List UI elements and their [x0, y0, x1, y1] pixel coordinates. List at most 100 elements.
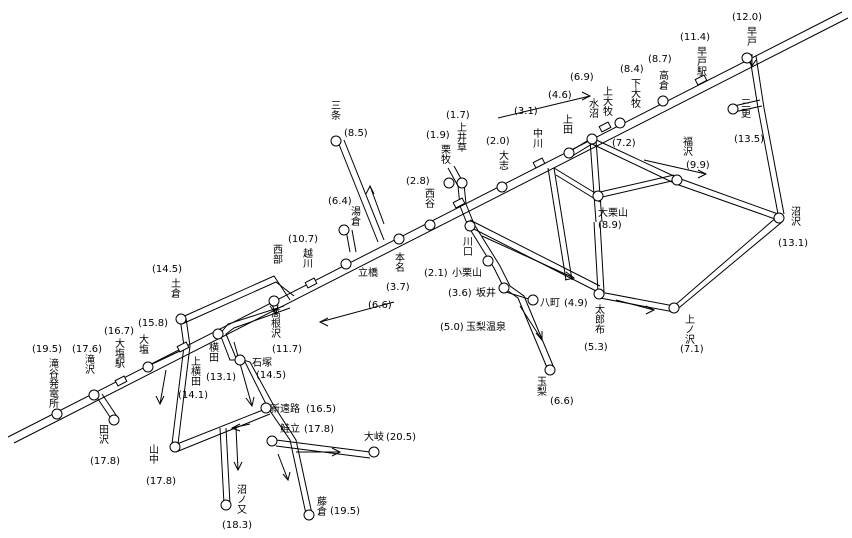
label-sanjo: 三条: [329, 100, 341, 120]
stop-hachimachi: [527, 294, 539, 306]
value-kaminosawa: (7.1): [680, 344, 704, 355]
value-takizawa: (17.6): [72, 344, 102, 355]
label-kaminosawa: 上ノ沢: [683, 314, 695, 345]
stop-tsuchikura: [175, 313, 187, 325]
label-seibu: 西部: [271, 244, 283, 265]
value-hayato: (12.0): [732, 12, 762, 23]
stop-ueda: [563, 147, 575, 159]
value-nakagawa: (3.1): [514, 106, 538, 117]
label-ueda: 上田: [561, 114, 573, 134]
stop-seibu: [268, 295, 280, 307]
value-yamanashi-onsen: (5.0): [440, 322, 464, 333]
stop-takakura: [657, 95, 669, 107]
stop-numanomata: [220, 499, 232, 511]
railway-stations: [114, 74, 708, 387]
label-kokuriyama: 小栗山: [452, 267, 482, 279]
label-hona: 本名: [393, 251, 405, 273]
value-mizunuma: (6.9): [570, 72, 594, 83]
label-okuriyama: 大栗山: [598, 206, 628, 219]
stop-satedate: [266, 435, 278, 447]
label-oshio-eki: 大塩駅: [113, 337, 125, 369]
stop-kawaguchi: [464, 220, 476, 232]
stop-fukusawa: [671, 174, 683, 186]
stop-sanbara: [727, 103, 739, 115]
stop-fujikura: [303, 509, 315, 521]
value-hona: (3.7): [386, 282, 410, 293]
label-saiya: 西谷: [423, 188, 435, 209]
value-numanomata: (18.3): [222, 520, 252, 531]
label-yamanashi-onsen: 玉梨温泉: [466, 320, 506, 333]
station-box-hayato: [694, 74, 708, 86]
label-kamiikusa: 上井草: [455, 122, 467, 152]
label-tsuchikura: 土倉: [169, 277, 181, 299]
label-hayato: 早戸: [745, 26, 757, 47]
stop-takigahara: [51, 408, 63, 420]
label-kawaguchi: 川口: [461, 236, 473, 256]
label-numanomata: 沼ノ又: [235, 483, 247, 514]
value-fujikura: (19.5): [330, 506, 360, 517]
value-yokota: (13.1): [206, 372, 236, 383]
label-numazawa: 沼沢: [789, 205, 801, 227]
label-nakagawa: 中川: [531, 127, 543, 148]
label-fujikura: 藤倉: [315, 496, 327, 517]
stop-tamanashi: [544, 364, 556, 376]
stop-okuriyama: [592, 190, 604, 202]
label-tarofu: 太郎布: [593, 303, 605, 335]
label-oshi: 大志: [497, 149, 509, 170]
stop-shimo-onuki: [614, 117, 626, 129]
station-box-oshio: [114, 375, 128, 387]
stop-yokota: [212, 328, 224, 340]
value-tazawa: (17.8): [90, 456, 120, 467]
direction-arrows: [155, 54, 757, 482]
stop-yukura: [338, 224, 350, 236]
label-yukura: 湯倉: [349, 205, 361, 227]
station-box-kawaguchi: [452, 197, 466, 209]
value-oshio: (15.8): [138, 318, 168, 329]
stop-sanjo: [330, 135, 342, 147]
value-ishizuka: (14.5): [256, 370, 286, 381]
value-yamanaka: (17.8): [146, 476, 176, 487]
label-kami-yokota: 上横田: [189, 356, 201, 386]
value-tarofu: (5.3): [584, 342, 608, 353]
label-takanesawa: 高根沢: [269, 307, 281, 339]
value-kamiikusa: (1.7): [446, 110, 470, 121]
label-omata: 大岐: [364, 430, 384, 443]
stop-tazawa: [108, 414, 120, 426]
stop-hayato: [741, 52, 753, 64]
value-tsuchikura: (14.5): [152, 264, 182, 275]
stop-kokuriyama: [482, 255, 494, 267]
label-shimo-onuki: 下大牧: [629, 78, 641, 109]
stop-kurimaki: [443, 177, 455, 189]
value-shinmichi: (16.5): [306, 404, 336, 415]
stop-kamiikusa: [456, 177, 468, 189]
label-yokota: 横田: [207, 341, 219, 362]
label-takakura: 高倉: [657, 69, 669, 91]
value-oshio-eki: (16.7): [104, 326, 134, 337]
label-kurimaki: 栗牧: [439, 144, 451, 165]
value-numazawa: (13.1): [778, 238, 808, 249]
value-takanesawa: (11.7): [272, 344, 302, 355]
label-mizunuma: 水沼: [587, 98, 599, 119]
stop-tarofu: [593, 288, 605, 300]
station-box-koshikawa: [304, 277, 318, 289]
value-hayato-eki: (11.4): [680, 32, 710, 43]
stop-oshio: [142, 361, 154, 373]
stop-saiya: [424, 219, 436, 231]
stop-shinmichi: [260, 402, 272, 414]
label-oshio: 大塩: [137, 333, 149, 354]
label-fukusawa: 福沢: [681, 135, 693, 157]
label-tachibana: 立橋: [358, 266, 378, 279]
label-kami-onuki: 上大牧: [601, 86, 613, 117]
stop-omata: [368, 446, 380, 458]
value-sakai: (3.6): [448, 288, 472, 299]
label-tamanashi: 玉梨: [535, 376, 547, 397]
value-sanbara: (13.5): [734, 134, 764, 145]
stop-sakai: [498, 282, 510, 294]
label-sakai: 坂井: [476, 286, 496, 299]
value-kami-yokota: (14.1): [178, 390, 208, 401]
value-fukusawa: (9.9): [686, 160, 710, 171]
value-takakura: (8.7): [648, 54, 672, 65]
station-box-kami-onuki: [598, 121, 612, 133]
station-box-nakagawa: [532, 157, 546, 169]
